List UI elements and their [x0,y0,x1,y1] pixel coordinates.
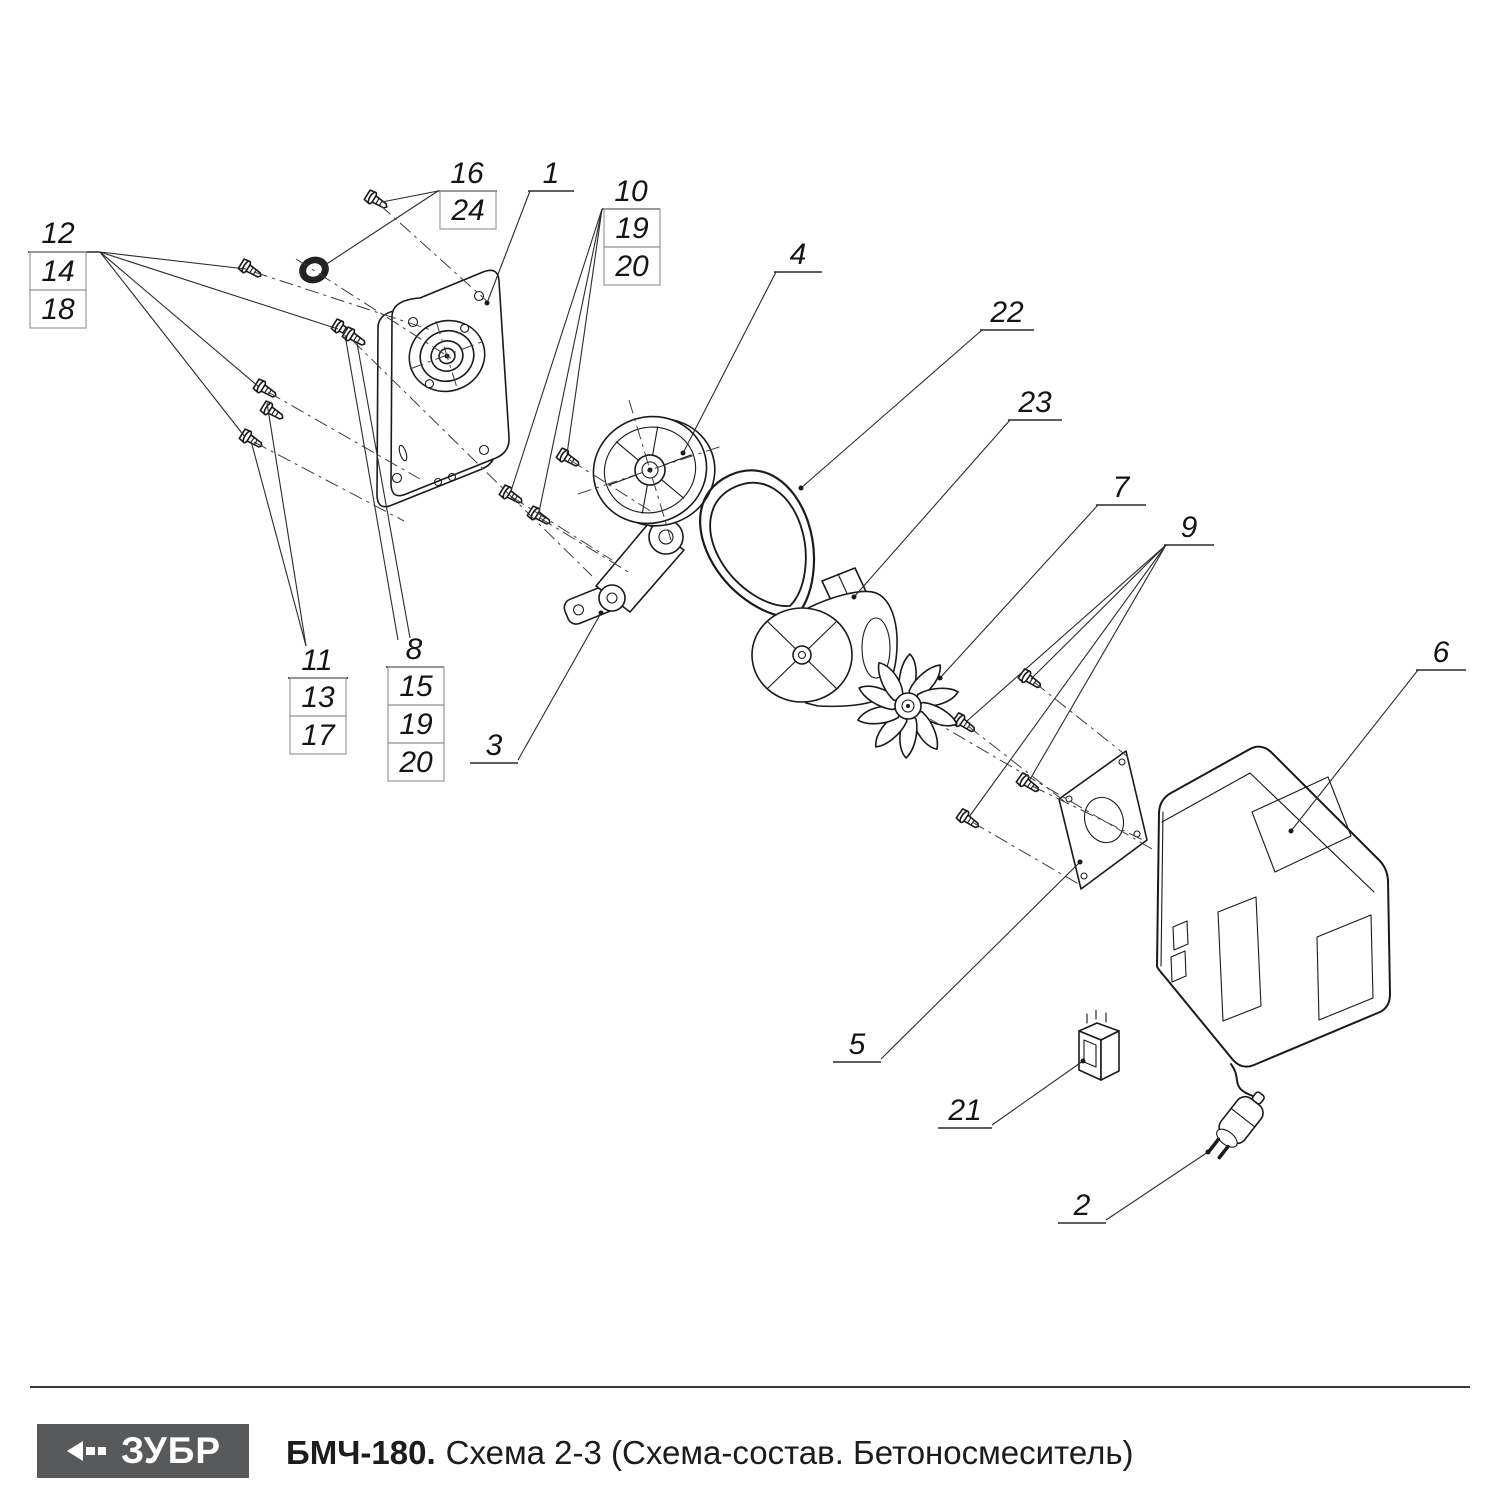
screw-drawing [554,446,583,472]
callout-label-23: 23 [1017,386,1052,419]
callout-group-4: 4 [774,238,822,273]
power-plug-drawing [1208,1091,1265,1160]
screw-drawing [1016,667,1045,693]
callout-label-11: 11 [301,644,332,677]
callout-label-13: 13 [301,681,335,714]
callout-label-2: 2 [1073,1189,1091,1222]
callout-group-7: 7 [1096,471,1146,506]
washer-drawing [299,256,329,284]
screw-drawing [251,377,280,403]
callout-label-19b: 19 [399,708,433,741]
callout-group-5: 5 [833,1028,881,1063]
callout-label-7: 7 [1113,471,1131,504]
switch-drawing [1078,1009,1120,1081]
callout-label-1: 1 [543,157,560,190]
mounting-plate-drawing [376,269,510,508]
screw-drawing [236,257,265,283]
callout-group-21: 21 [938,1094,992,1129]
zubr-arrow-icon [66,1441,106,1461]
callout-label-22: 22 [989,296,1024,329]
callout-label-18: 18 [41,293,75,326]
callout-label-8: 8 [406,633,423,666]
callout-label-19: 19 [615,212,649,245]
screw-drawing [237,427,266,453]
callout-group-1: 1 [528,157,574,192]
callout-label-24: 24 [450,194,484,227]
fan-drawing [855,653,961,759]
zubr-logo: ЗУБР [37,1424,249,1478]
center-lines [253,204,1153,887]
callout-label-15: 15 [399,670,433,703]
motor-cover-drawing [1156,745,1391,1098]
callout-label-14: 14 [41,255,74,288]
callout-group-10-19-20: 10 19 20 [602,175,661,286]
callout-group-16-24: 16 24 [438,157,497,230]
callout-label-4: 4 [790,238,807,271]
callout-label-5: 5 [849,1028,866,1061]
callout-label-9: 9 [1181,511,1198,544]
callout-group-9: 9 [1164,511,1214,546]
footer-divider [30,1386,1470,1388]
callout-group-2: 2 [1058,1189,1106,1224]
screw-drawing [954,807,983,833]
screw-drawing [258,399,287,425]
callout-label-17: 17 [301,719,336,752]
screw-drawing [1014,771,1043,797]
brand-name: ЗУБР [120,1430,222,1471]
model-number: БМЧ-180. [286,1434,436,1471]
callout-label-21: 21 [947,1094,981,1127]
scheme-name: Схема 2-3 (Схема-состав. Бетоносмеситель… [445,1434,1134,1471]
callout-group-6: 6 [1416,636,1466,671]
callout-label-3: 3 [486,729,503,762]
leader-lines [99,190,1419,1221]
callout-label-6: 6 [1433,636,1450,669]
callout-group-3: 3 [470,729,518,764]
callout-label-20: 20 [614,250,649,283]
callout-group-11-13-17: 11 13 17 [288,644,348,755]
motor-drawing [751,567,906,708]
callout-group-8-15-19-20: 8 15 19 20 [386,633,445,782]
callout-group-12-14-18: 12 14 18 [28,217,100,329]
callout-label-16: 16 [450,157,484,190]
callout-label-12: 12 [41,217,75,250]
callout-label-20b: 20 [398,746,433,779]
callout-group-23: 23 [1008,386,1062,421]
tensioner-bracket-drawing [563,519,685,625]
callout-label-10: 10 [614,175,648,208]
callout-group-22: 22 [980,296,1034,331]
document-title: БМЧ-180.Схема 2-3 (Схема-состав. Бетонос… [286,1434,1134,1472]
pulley-drawing [592,415,716,527]
